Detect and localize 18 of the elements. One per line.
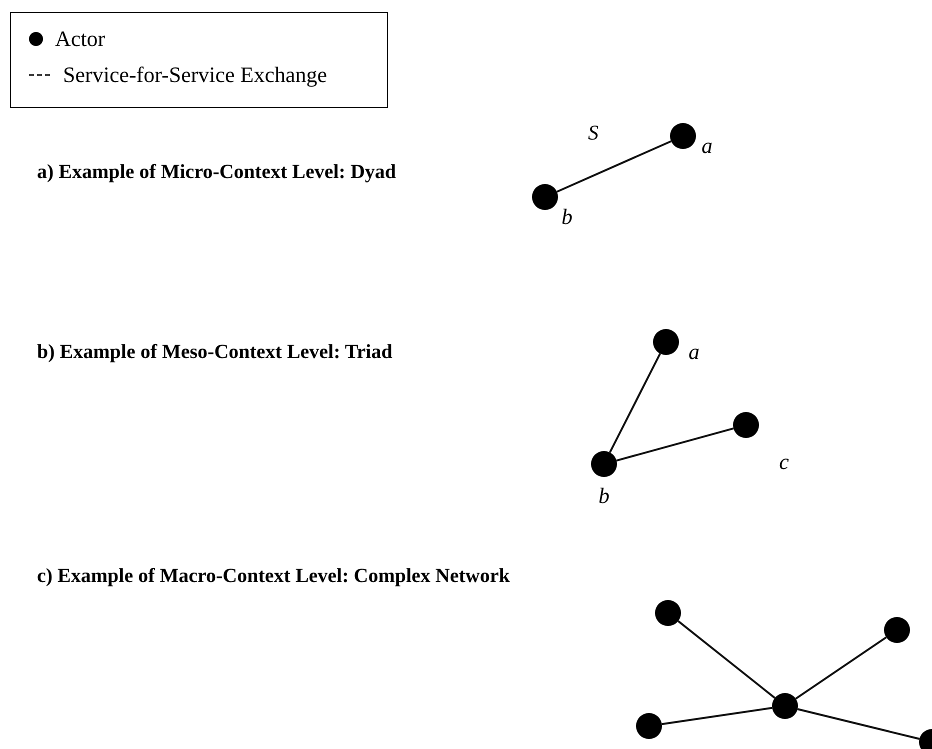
connector-line [797,708,920,740]
actor-letter: a [688,341,700,363]
edge-letter: S [588,119,598,146]
section-heading: b) Example of Meso-Context Level: Triad [37,340,392,365]
legend-label: Service-for-Service Exchange [63,61,328,89]
section-heading: a) Example of Micro-Context Level: Dyad [37,160,396,185]
actor-letter: c [779,451,789,473]
connector-line [678,620,776,699]
connector-line [556,140,672,193]
legend-label: Actor [55,25,106,53]
connector-line [795,636,887,700]
connector-line [662,706,772,726]
connector-line [609,353,661,453]
connector-line [616,427,734,462]
actor-letter: b [598,485,610,507]
actor-letter: a [702,135,712,157]
section-heading: c) Example of Macro-Context Level: Complex Network [37,564,510,589]
actor-letter: b [562,206,572,228]
